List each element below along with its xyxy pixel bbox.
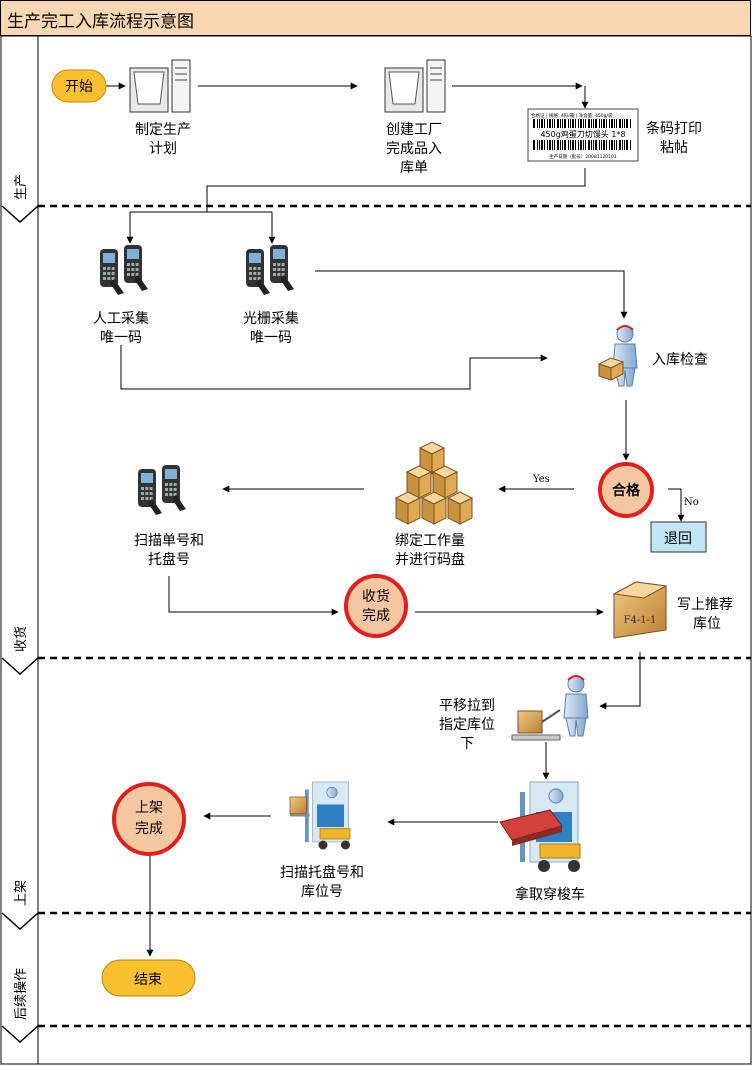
start-label: 开始 [65,79,93,95]
barcode-bars [533,119,631,128]
return-label: 退回 [664,531,692,547]
computer-icon [384,59,446,113]
outer-frame [0,35,752,1065]
shelved-circle[interactable]: 上架 完成 [112,782,186,856]
barcode-print-label-line2: 粘帖 [660,140,688,156]
create-order-label-line3: 库单 [400,160,428,176]
barcode-line1: 合格证 | 规格: 4码/箱 | 净含量: 450g/袋 [531,112,613,119]
connectors [106,82,685,957]
edge-label-yes: Yes [532,474,550,485]
box-location-label: F4-1-1 [624,615,657,626]
plan-label-line1: 制定生产 [135,122,191,138]
create-order-label-line1: 创建工厂 [386,122,442,138]
qualified-decision[interactable]: 合格 [598,462,654,518]
shelved-label-line2: 完成 [135,821,163,837]
lane-label-followup: 后续操作 [13,968,29,1020]
bind-label-line2: 并进行码盘 [395,551,465,568]
lane-label-production: 生产 [14,174,29,200]
qualified-label: 合格 [612,482,641,499]
bind-label-line1: 绑定工作量 [395,533,465,549]
start-terminal[interactable]: 开始 [51,69,107,103]
end-label: 结束 [134,972,162,988]
forklift-icon [289,781,351,850]
return-box[interactable]: 退回 [650,521,707,553]
end-terminal[interactable]: 结束 [101,959,196,997]
received-label-line2: 完成 [362,608,390,624]
manual-collect-label-line2: 唯一码 [100,330,142,346]
received-label-line1: 收货 [362,588,390,605]
barcode-line3: 生产日期（批号）20081120101 [549,153,617,160]
manual-collect-label-line1: 人工采集 [93,310,149,327]
edge-label-no: No [684,497,699,508]
box-pile-icon [394,441,474,525]
worker-with-box-icon [597,325,638,387]
cardboard-box-icon: F4-1-1 [612,581,668,639]
handheld-scanner-icon [138,465,186,515]
move-label-line1: 平移拉到 [439,698,495,714]
create-order-label-line2: 完成品入 [386,141,442,157]
recommend-loc-label-line2: 库位 [693,616,721,632]
lane-label-receiving: 收货 [13,626,29,652]
scan-pallet-label-line2: 库位号 [301,884,343,900]
shuttle-forklift-icon [499,781,581,872]
grating-collect-label-line1: 光栅采集 [243,310,299,327]
handheld-scanner-icon [100,245,148,295]
scan-order-label-line1: 扫描单号和 [134,533,204,549]
title-bar: 生产完工入库流程示意图 [0,0,751,36]
shelved-label-line1: 上架 [135,800,163,816]
barcode-print-label-line1: 条码打印 [646,120,702,137]
inbound-check-label: 入库检查 [652,352,708,368]
grating-collect-label-line2: 唯一码 [250,330,292,346]
move-label-line3: 下 [460,736,474,752]
handheld-scanner-icon [246,245,294,295]
page-title: 生产完工入库流程示意图 [7,12,194,32]
take-shuttle-label: 拿取穿梭车 [515,886,585,903]
barcode-bars [533,140,631,150]
computer-icon [129,59,191,113]
lane-chevrons [1,205,39,1044]
barcode-label-icon: 合格证 | 规格: 4码/箱 | 净含量: 450g/袋 450g鸡蛋刀切馒头 … [527,108,639,162]
scan-pallet-label-line1: 扫描托盘号和 [280,864,364,881]
recommend-loc-label-line1: 写上推荐 [677,597,733,613]
received-circle[interactable]: 收货 完成 [344,574,408,638]
barcode-line2: 450g鸡蛋刀切馒头 1*8 [540,129,625,139]
lane-separators [38,204,751,1028]
scan-order-label-line2: 托盘号 [148,551,190,568]
move-label-line2: 指定库位 [439,717,495,733]
lane-label-shelving: 上架 [14,880,29,906]
plan-label-line2: 计划 [149,141,177,157]
worker-with-cart-icon [511,675,589,741]
